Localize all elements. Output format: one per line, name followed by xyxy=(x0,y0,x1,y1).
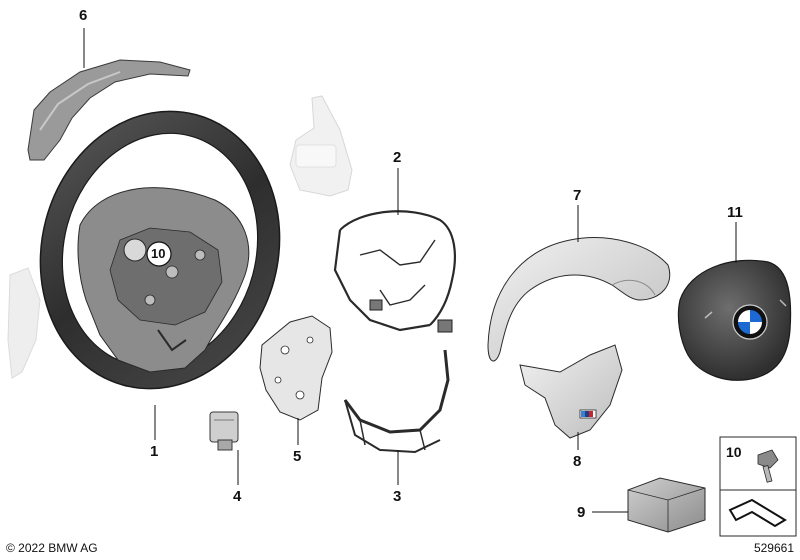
callout-6: 6 xyxy=(79,7,88,24)
part-5-mounting-plate xyxy=(259,315,333,421)
part-9-block xyxy=(627,477,706,533)
part-2-wiring-harness xyxy=(333,210,456,333)
bolt-box xyxy=(719,436,797,537)
callout-10: 10 xyxy=(151,246,166,261)
bolt-icon xyxy=(757,449,779,483)
part-3-lower-bracket xyxy=(343,349,450,454)
bmw-logo-icon xyxy=(732,304,768,340)
part-4-switch-module xyxy=(209,411,239,451)
callout-2: 2 xyxy=(393,149,402,166)
angle-profile-icon xyxy=(728,498,787,528)
callout-8: 8 xyxy=(573,453,582,470)
part-7-upper-trim xyxy=(487,237,671,362)
callout-10-ring xyxy=(146,241,172,267)
right-shift-paddle-ghost xyxy=(289,95,353,197)
callout-5: 5 xyxy=(293,448,302,465)
diagram-number: 529661 xyxy=(753,541,794,555)
left-shift-paddle-ghost xyxy=(7,267,41,379)
callout-3: 3 xyxy=(393,488,402,505)
part-8-lower-trim xyxy=(519,344,623,439)
callout-7: 7 xyxy=(573,187,582,204)
bolt-box-label: 10 xyxy=(726,444,742,460)
copyright-text: © 2022 BMW AG xyxy=(6,541,98,555)
part-6-trim-cover xyxy=(27,59,191,161)
callout-1: 1 xyxy=(150,443,159,460)
leader-lines xyxy=(83,28,737,513)
callout-4: 4 xyxy=(233,488,242,505)
callout-11: 11 xyxy=(727,204,743,221)
part-11-airbag-module xyxy=(677,259,792,381)
callout-9: 9 xyxy=(577,504,586,521)
